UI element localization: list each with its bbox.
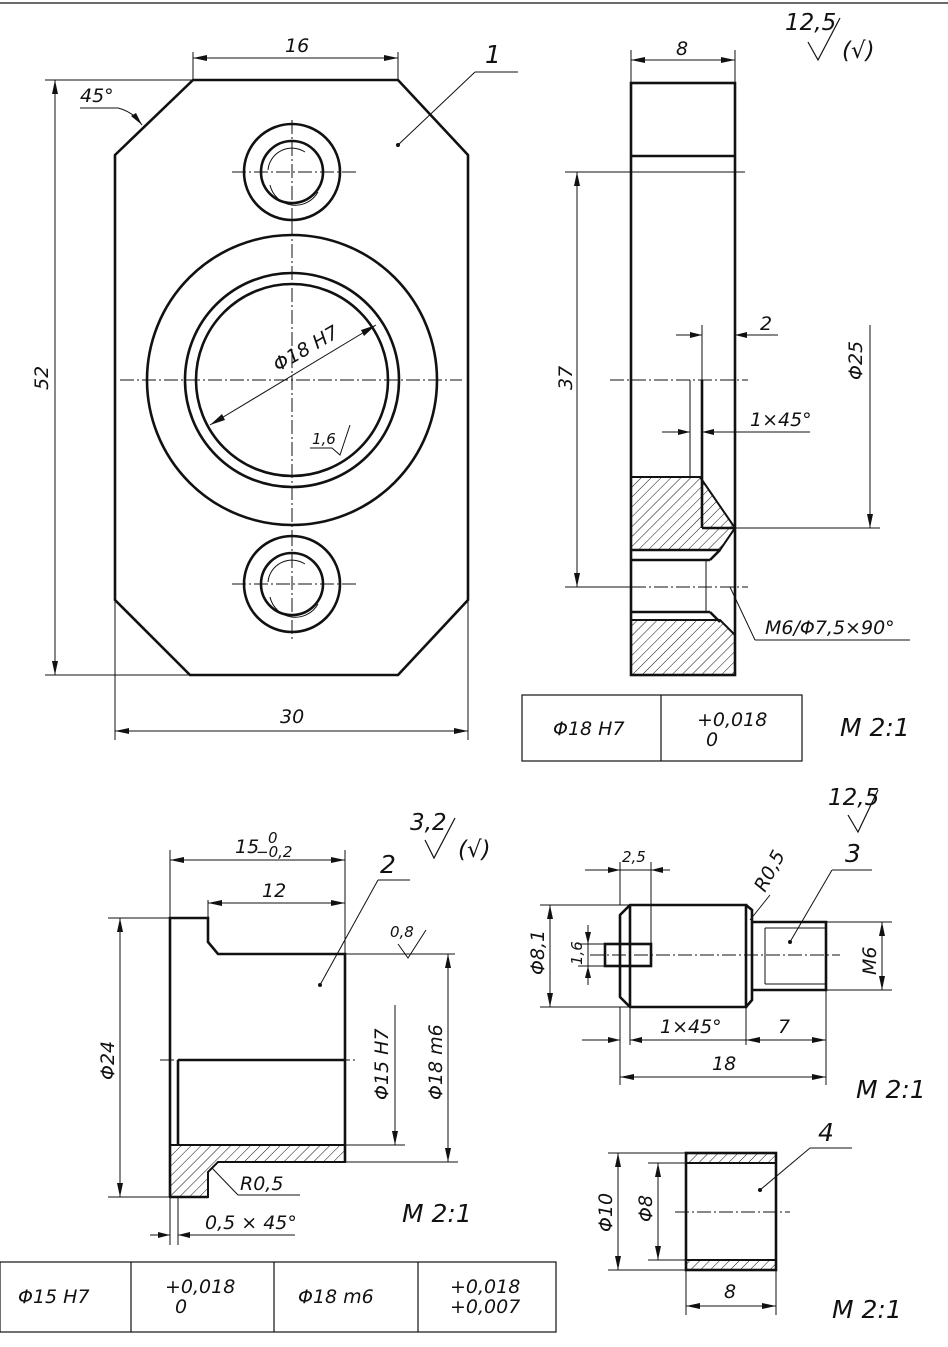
part1-tolerance-table: Φ18 H7 +0,018 0 — [521, 694, 803, 762]
part1-dim-top-width: 16 — [285, 35, 309, 57]
part2-section-hatch — [169, 1144, 346, 1198]
part2-roughness-symbol: 3,2 (√) — [410, 810, 491, 863]
part1-side-view — [610, 81, 748, 677]
part2-dim-length: 15 — [235, 836, 259, 858]
part1-outline — [113, 78, 470, 677]
part4-dim-8: 8 — [724, 1281, 736, 1303]
part2-tol-fit-2: Φ18 m6 — [298, 1286, 374, 1308]
part1-roughness-value: 12,5 — [785, 10, 836, 36]
part1-section-hatch — [630, 476, 737, 551]
part1-number: 1 — [485, 40, 501, 69]
part1-side-dim-thickness: 8 — [676, 38, 688, 60]
part4-number: 4 — [818, 1118, 834, 1147]
part2-tol-fit-1: Φ15 H7 — [18, 1286, 90, 1308]
part3-dim-7: 7 — [778, 1016, 790, 1038]
part2-roughness-paren: (√) — [458, 837, 491, 863]
part3-body — [618, 903, 748, 1009]
part2-chamfer: 0,5 × 45° — [205, 1212, 297, 1234]
part4-scale: M 2:1 — [832, 1295, 902, 1324]
part2-dim-length-lower: −0,2 — [256, 843, 292, 861]
part1-side-dimensions: 8 37 2 1×45° Φ25 M6/Φ7,5×90° — [555, 38, 910, 641]
part4-dim-phi8: Φ8 — [635, 1195, 657, 1222]
part1-dimensions: 16 52 30 45° — [31, 35, 469, 740]
part3-scale: M 2:1 — [856, 1075, 926, 1104]
part2-tolerance-table: Φ15 H7 +0,018 0 Φ18 m6 +0,018 +0,007 — [0, 1261, 557, 1333]
part3-dim-phi81: Φ8,1 — [527, 930, 549, 975]
part3-radius: R0,5 — [750, 847, 790, 896]
part2-dim-12: 12 — [262, 880, 286, 902]
part3-dimensions: 2,5 R0,5 Φ8,1 1,6 M6 1×45 — [527, 847, 892, 1085]
part2-roughness-value: 3,2 — [410, 810, 447, 836]
part2-dim-phi15: Φ15 H7 — [371, 1028, 393, 1100]
part1-roughness-symbol: 12,5 (√) — [785, 10, 875, 64]
part3-number: 3 — [845, 839, 861, 868]
part3-view: 3 — [590, 839, 872, 1009]
part1-tol-lower: 0 — [706, 729, 718, 751]
part1-scale: M 2:1 — [840, 713, 910, 742]
part1-roughness-paren: (√) — [842, 38, 875, 64]
part2-tol-lower-2: +0,007 — [450, 1296, 520, 1318]
part1-bore-label: Φ18 H7 — [270, 322, 343, 377]
part2-tol-upper-1: +0,018 — [165, 1276, 235, 1298]
part4-dim-phi10: Φ10 — [595, 1193, 617, 1232]
part3-thread: M6 — [859, 947, 881, 975]
part4-dimensions: Φ10 Φ8 8 — [595, 1152, 777, 1315]
part1-side-dim-37: 37 — [555, 366, 577, 390]
part3-chamfer: 1×45° — [660, 1016, 722, 1038]
part3-dim-16: 1,6 — [568, 941, 586, 965]
part1-tol-upper: +0,018 — [697, 709, 767, 731]
part2-dim-phi18: Φ18 m6 — [425, 1024, 447, 1100]
part2-tol-upper-2: +0,018 — [450, 1276, 520, 1298]
part1-side-dim-2: 2 — [760, 313, 772, 335]
part1-bore-roughness: 1,6 — [312, 430, 336, 448]
part2-scale: M 2:1 — [402, 1199, 472, 1228]
part2-dim-phi24: Φ24 — [97, 1041, 119, 1080]
part2-number: 2 — [380, 850, 396, 879]
part3-roughness-symbol: 12,5 — [828, 785, 879, 834]
part3-dim-25: 2,5 — [622, 848, 646, 866]
part2-roughness-08: 0,8 — [390, 923, 414, 941]
part2-tol-lower-1: 0 — [175, 1296, 187, 1318]
part3-roughness-value: 12,5 — [828, 785, 879, 811]
part1-tol-fit: Φ18 H7 — [553, 718, 625, 740]
part2-radius: R0,5 — [240, 1173, 283, 1195]
part1-thread-callout: M6/Φ7,5×90° — [765, 617, 895, 639]
part2-dim-length-upper: 0 — [268, 829, 278, 847]
part2-dimensions: 15 0 −0,2 12 0,8 Φ24 Φ15 H7 Φ18 m6 R0, — [97, 829, 458, 1245]
part1-side-dim-phi25: Φ25 — [845, 341, 867, 380]
part1-dim-width: 30 — [280, 706, 304, 728]
part1-chamfer-angle: 45° — [80, 85, 114, 107]
part1-side-chamfer: 1×45° — [750, 409, 812, 431]
part3-dim-18: 18 — [712, 1053, 736, 1075]
part1-front-view: Φ18 H7 1,6 1 — [113, 40, 518, 677]
part1-dim-height: 52 — [31, 366, 53, 390]
part4-view: 4 — [675, 1118, 852, 1272]
